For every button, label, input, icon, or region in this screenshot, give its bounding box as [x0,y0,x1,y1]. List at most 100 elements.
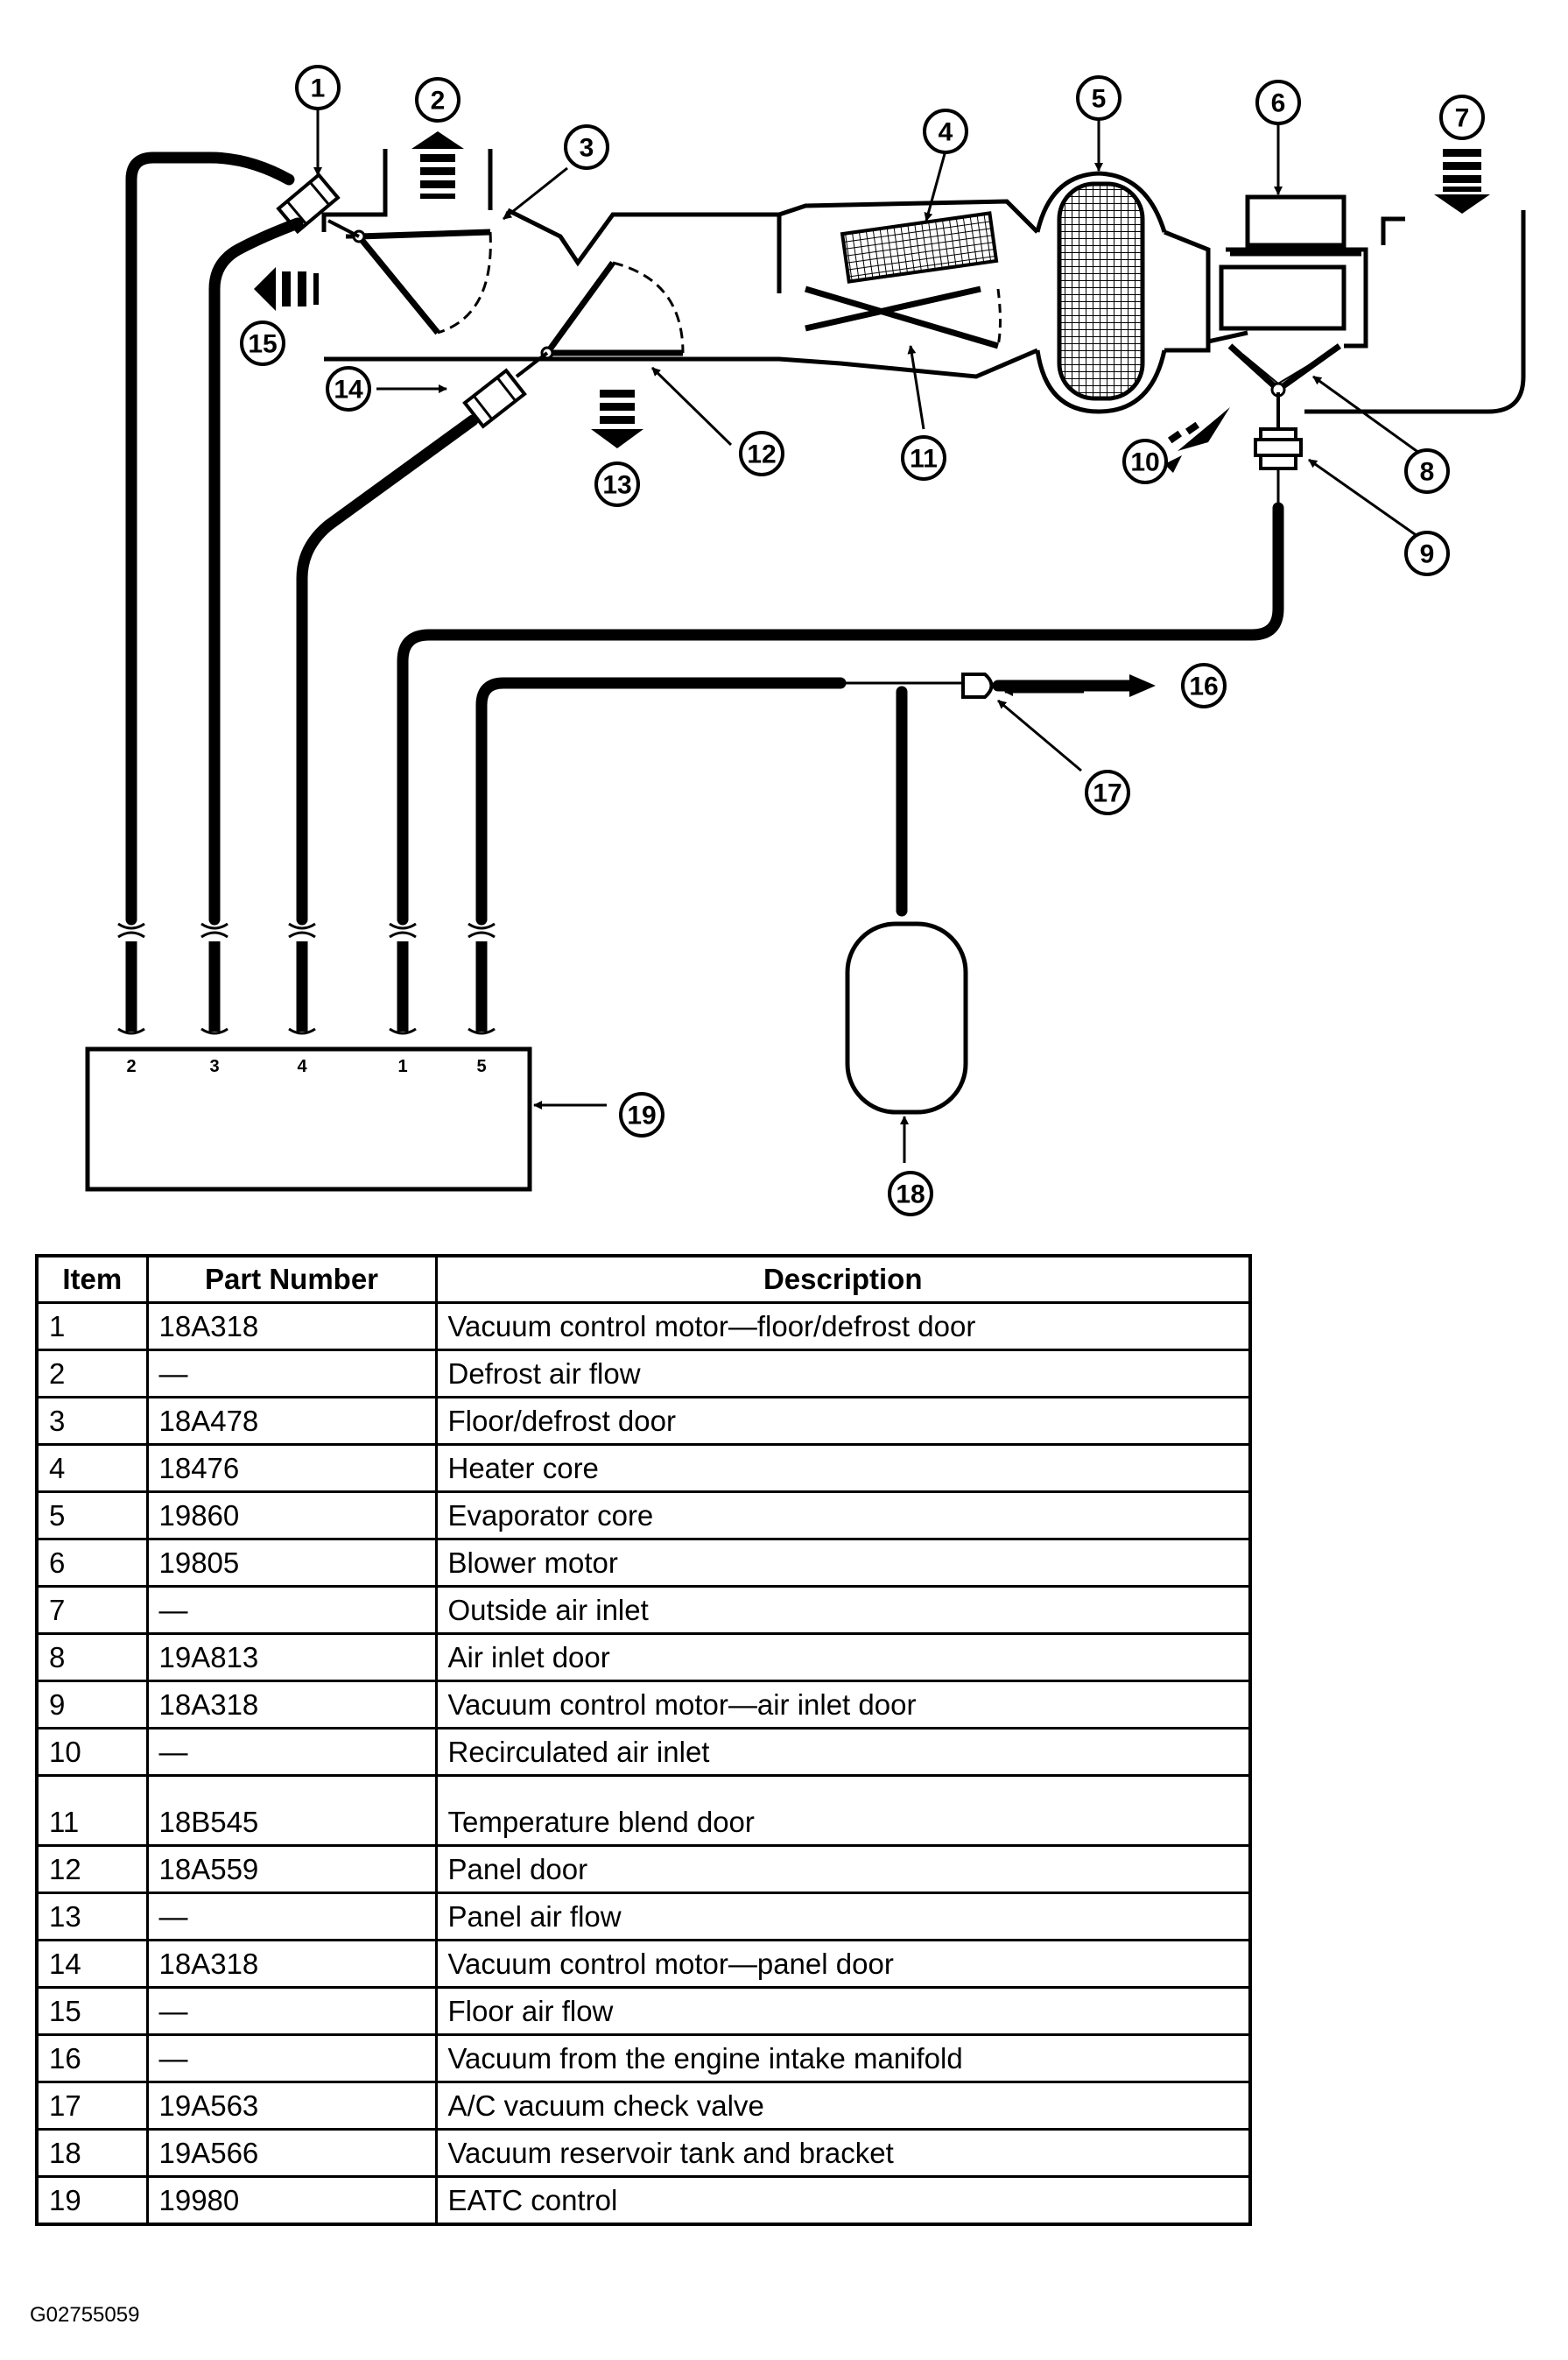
callout-6: 6 [1255,80,1301,125]
cell-item: 1 [35,1301,149,1351]
heater-core [840,211,999,284]
callout-11: 11 [901,435,946,481]
blower-motor [1219,194,1361,331]
callout-17: 17 [1085,770,1130,815]
table-row: 7—Outside air inlet [35,1585,1252,1635]
svg-text:5: 5 [1092,85,1107,114]
cell-item: 4 [35,1443,149,1493]
cell-part-number: — [145,1585,438,1635]
cell-item: 16 [35,2033,149,2083]
cell-item: 8 [35,1632,149,1682]
table-row: 13—Panel air flow [35,1892,1252,1941]
cell-description: Vacuum from the engine intake manifold [434,2033,1252,2083]
control-pin-label: 5 [476,1057,486,1076]
cell-description: A/C vacuum check valve [434,2081,1252,2131]
svg-text:9: 9 [1420,540,1435,569]
hose-connectors [117,922,496,1035]
cell-part-number: 18A318 [145,1939,438,1989]
callout-8: 8 [1404,448,1450,494]
cell-part-number: — [145,1986,438,2036]
cell-item: 13 [35,1892,149,1941]
vacuum-motor-air-inlet [1254,392,1303,470]
floor-defrost-door [352,229,492,335]
table-row: 2—Defrost air flow [35,1349,1252,1398]
cell-description: Panel air flow [434,1892,1252,1941]
cell-part-number: 19A563 [145,2081,438,2131]
callout-2: 2 [415,77,461,123]
svg-text:18: 18 [896,1180,925,1209]
vacuum-motor-floor-defrost [276,172,341,235]
cell-description: Floor/defrost door [434,1396,1252,1446]
table-row: 10—Recirculated air inlet [35,1727,1252,1777]
panel-airflow-arrow [591,390,643,448]
vacuum-hoses [125,151,1284,926]
control-pin-label: 4 [297,1057,307,1076]
cell-part-number: — [145,1727,438,1777]
cell-part-number: — [145,1349,438,1398]
cell-item: 10 [35,1727,149,1777]
svg-text:6: 6 [1271,89,1286,118]
svg-text:12: 12 [747,440,776,469]
header-description: Description [434,1254,1252,1304]
cell-item: 18 [35,2128,149,2178]
panel-door [540,260,685,360]
cell-part-number: — [145,1892,438,1941]
cell-item: 9 [35,1680,149,1729]
table-header-row: Item Part Number Description [35,1254,1252,1304]
callout-7: 7 [1439,95,1485,140]
cell-part-number: 19860 [145,1490,438,1540]
svg-text:1: 1 [311,74,326,103]
temperature-blend-door [805,285,1002,349]
callout-4: 4 [923,109,968,154]
evaporator-core [1057,181,1145,401]
cell-description: Outside air inlet [434,1585,1252,1635]
recirculated-air-inlet-arrow [1164,407,1230,473]
cell-description: EATC control [434,2175,1252,2226]
defrost-airflow-arrow [411,131,464,199]
callout-9: 9 [1404,531,1450,576]
cell-description: Evaporator core [434,1490,1252,1540]
cell-description: Floor air flow [434,1986,1252,2036]
svg-text:16: 16 [1189,673,1218,701]
cell-item: 2 [35,1349,149,1398]
control-pin-label: 1 [397,1057,407,1076]
cell-part-number: 19805 [145,1538,438,1588]
svg-text:2: 2 [431,87,446,116]
control-pin-label: 3 [209,1057,219,1076]
cell-description: Vacuum reservoir tank and bracket [434,2128,1252,2178]
cell-part-number: 18A318 [145,1301,438,1351]
table-row: 15—Floor air flow [35,1986,1252,2036]
cell-item: 6 [35,1538,149,1588]
cell-part-number: 18476 [145,1443,438,1493]
callout-leaders [313,107,1424,1163]
cell-description: Temperature blend door [434,1774,1252,1847]
cell-part-number: 18B545 [145,1774,438,1847]
eatc-control-box [85,1046,532,1192]
cell-item: 5 [35,1490,149,1540]
cell-description: Panel door [434,1844,1252,1894]
callout-14: 14 [326,366,371,412]
vacuum-motor-panel-door [462,368,527,429]
cell-part-number: 18A559 [145,1844,438,1894]
outside-air-inlet-arrow [1434,149,1490,214]
vacuum-hose-lines-thin [840,468,1280,685]
svg-text:13: 13 [602,471,631,500]
control-pin-labels: 2 3 4 1 5 [126,1057,486,1076]
hvac-housing [321,149,1526,414]
figure-id: G02755059 [30,2303,140,2327]
svg-text:14: 14 [334,376,363,405]
cell-part-number: 18A318 [145,1680,438,1729]
cell-description: Recirculated air inlet [434,1727,1252,1777]
callout-3: 3 [564,124,609,170]
control-pin-label: 2 [126,1057,136,1076]
cell-part-number: 18A478 [145,1396,438,1446]
cell-part-number: 19A566 [145,2128,438,2178]
